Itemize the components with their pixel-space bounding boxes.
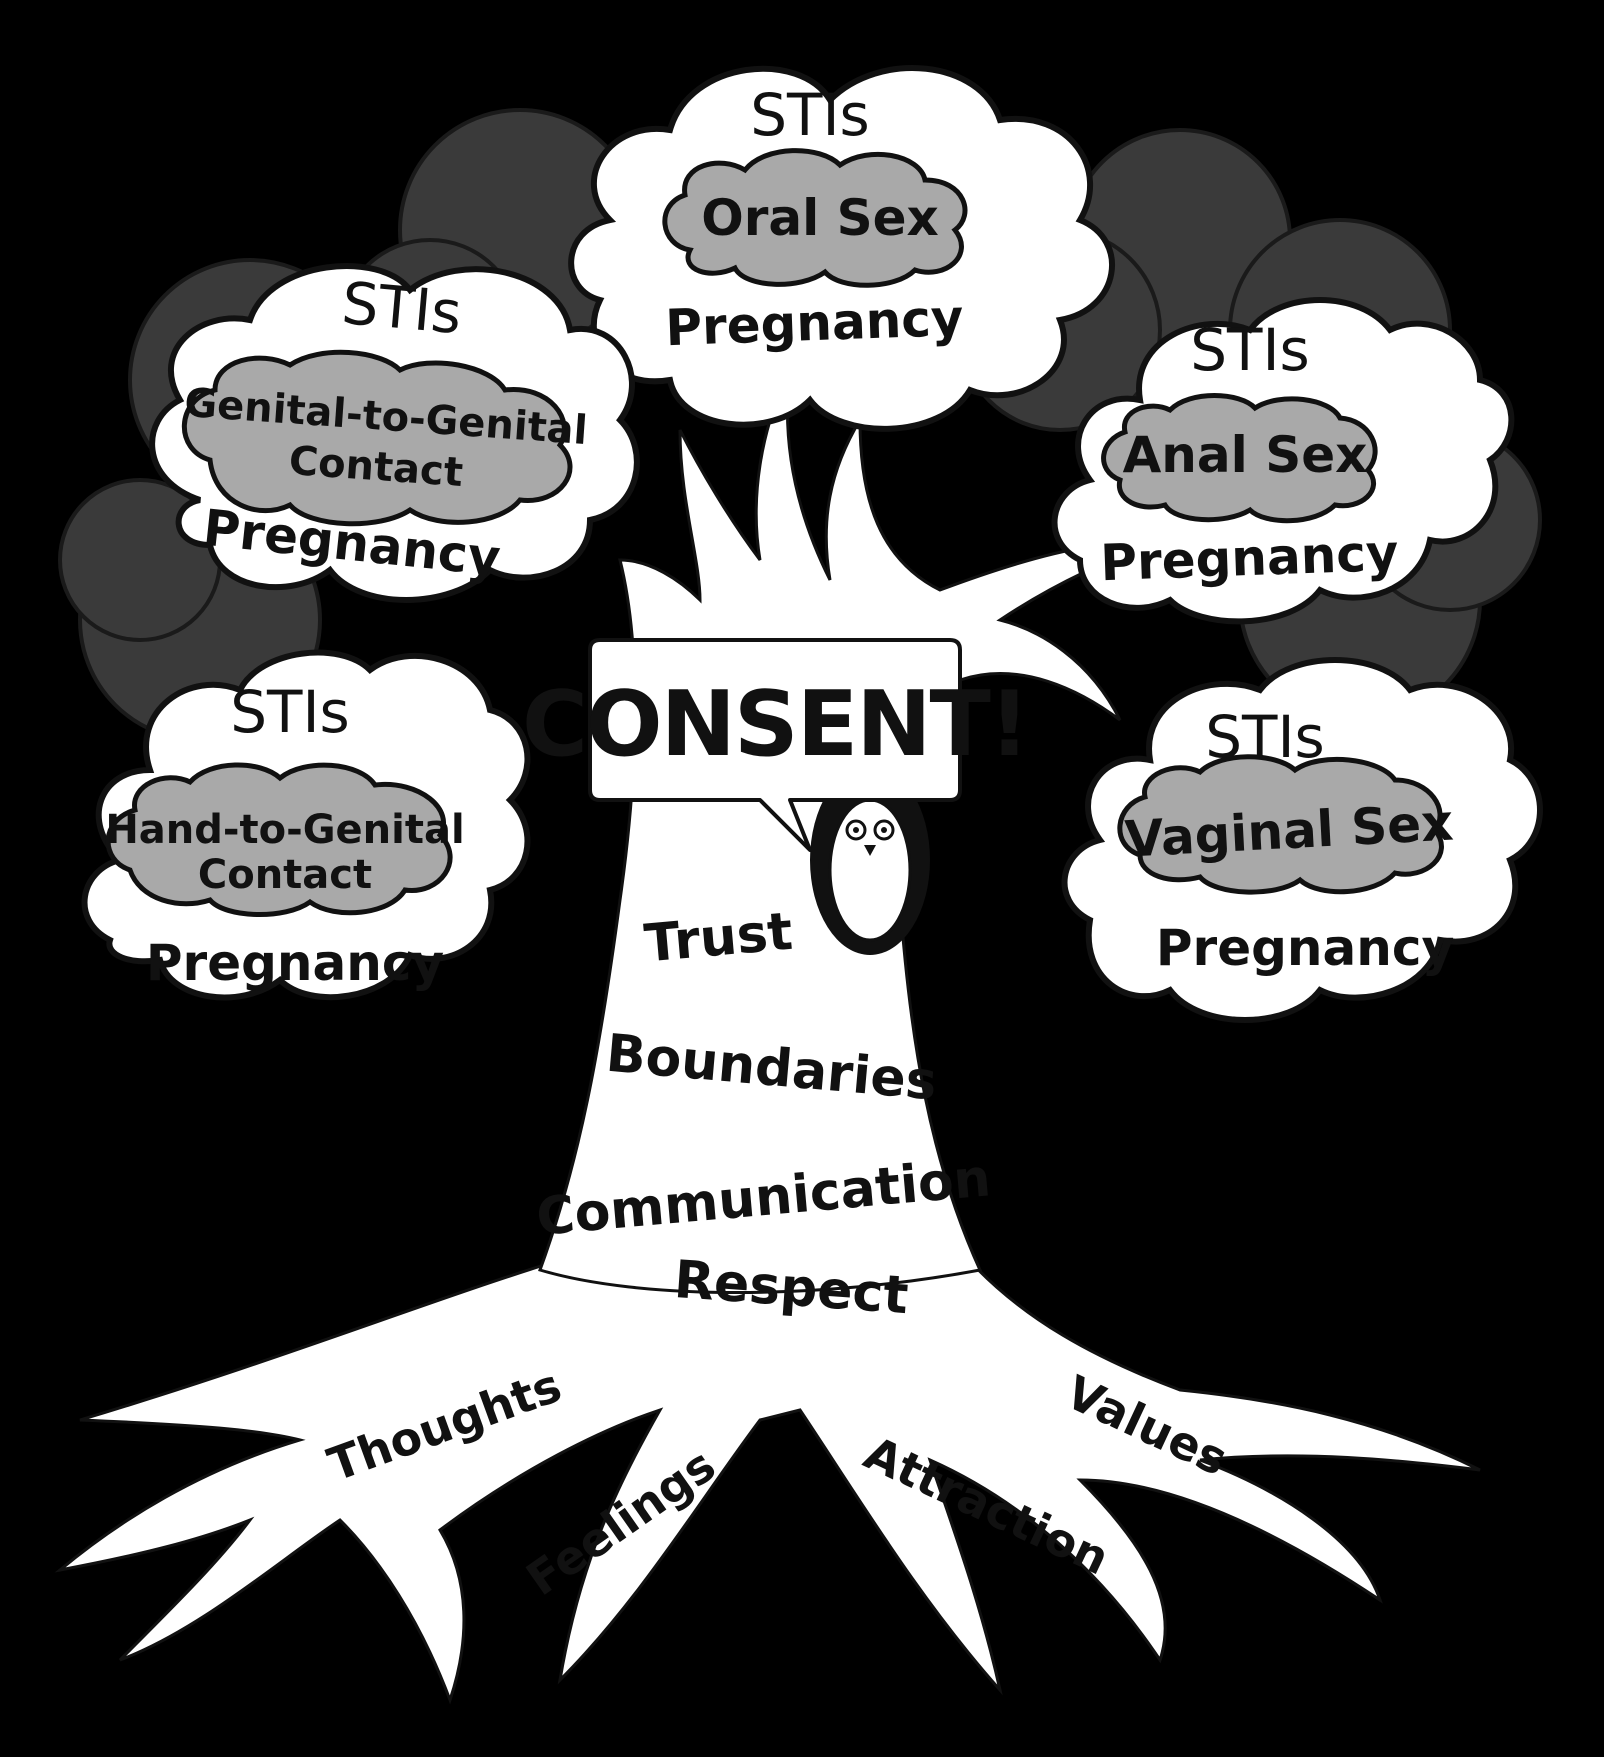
activity-label: Oral Sex (701, 189, 939, 247)
sti-label: STIs (1205, 703, 1325, 771)
pregnancy-label: Pregnancy (1156, 919, 1454, 977)
activity-label: Anal Sex (1123, 426, 1368, 484)
pregnancy-label: Pregnancy (664, 289, 964, 357)
activity-label-line-2: Contact (198, 852, 372, 898)
pregnancy-label: Pregnancy (1099, 524, 1399, 592)
activity-label-line-1: Hand-to-Genital (105, 807, 464, 853)
sti-label: STIs (1190, 316, 1310, 384)
sti-label: STIs (339, 269, 464, 347)
pregnancy-label: Pregnancy (146, 934, 444, 992)
sti-label: STIs (750, 81, 870, 149)
cloud-left-upper: STIs Genital-to-Genital Contact Pregnanc… (152, 266, 637, 600)
consent-title: CONSENT! (522, 672, 1028, 777)
sti-label: STIs (230, 678, 350, 746)
